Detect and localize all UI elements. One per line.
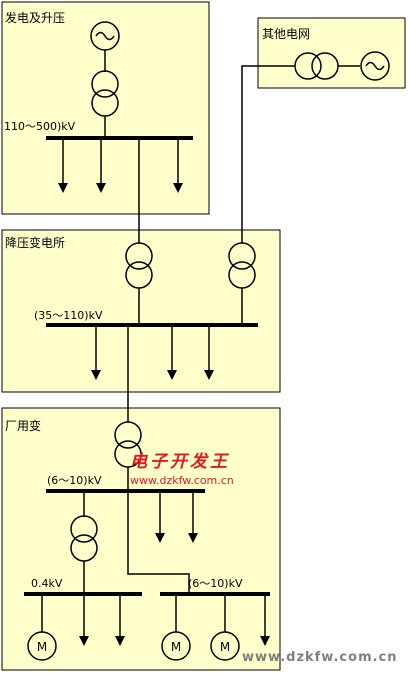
plant-panel	[1, 407, 281, 671]
motor-bus-feeder	[260, 594, 270, 646]
step-down-panel	[1, 229, 281, 393]
hv-feeder-2	[96, 138, 106, 193]
lv-motor-symbol: M	[27, 631, 57, 661]
watermark-brand: 电子开发王	[130, 452, 230, 472]
other-grid-section-label: 其他电网	[262, 27, 310, 41]
plant-section-label: 厂用变	[5, 418, 41, 433]
medium-voltage-bus-label: (35～110)kV	[34, 309, 103, 322]
high-voltage-bus-label: 110～500)kV	[4, 120, 76, 133]
lv-feeder-2	[115, 594, 125, 646]
step-down-section-label: 降压变电所	[5, 235, 65, 250]
generation-section-label: 发电及升压	[5, 10, 65, 25]
motor-2-label: M	[220, 640, 230, 654]
plant-feeder-1	[155, 491, 165, 543]
plant-bus-label: (6～10)kV	[47, 474, 102, 487]
mv-feeder-1	[91, 325, 101, 380]
other-grid-generator-symbol	[360, 51, 390, 81]
watermark-url-footer: www.dzkfw.com.cn	[242, 650, 398, 665]
plant-feeder-2	[188, 491, 198, 543]
motor-1-symbol: M	[161, 631, 191, 661]
mv-feeder-3	[204, 325, 214, 380]
motor-bus-label: (6～10)kV	[188, 577, 243, 590]
motor-2-symbol: M	[210, 631, 240, 661]
motor-1-label: M	[171, 640, 181, 654]
hv-feeder-3	[173, 138, 183, 193]
mv-feeder-2	[167, 325, 177, 380]
watermark-url: www.dzkfw.com.cn	[130, 474, 234, 487]
low-voltage-bus-label: 0.4kV	[31, 577, 63, 590]
lv-feeder-1	[79, 594, 89, 646]
hv-feeder-1	[58, 138, 68, 193]
transmission-line-2	[241, 65, 295, 243]
motor-bus-supply-line	[127, 491, 190, 594]
lv-motor-label: M	[37, 640, 47, 654]
generator-symbol	[90, 21, 120, 51]
